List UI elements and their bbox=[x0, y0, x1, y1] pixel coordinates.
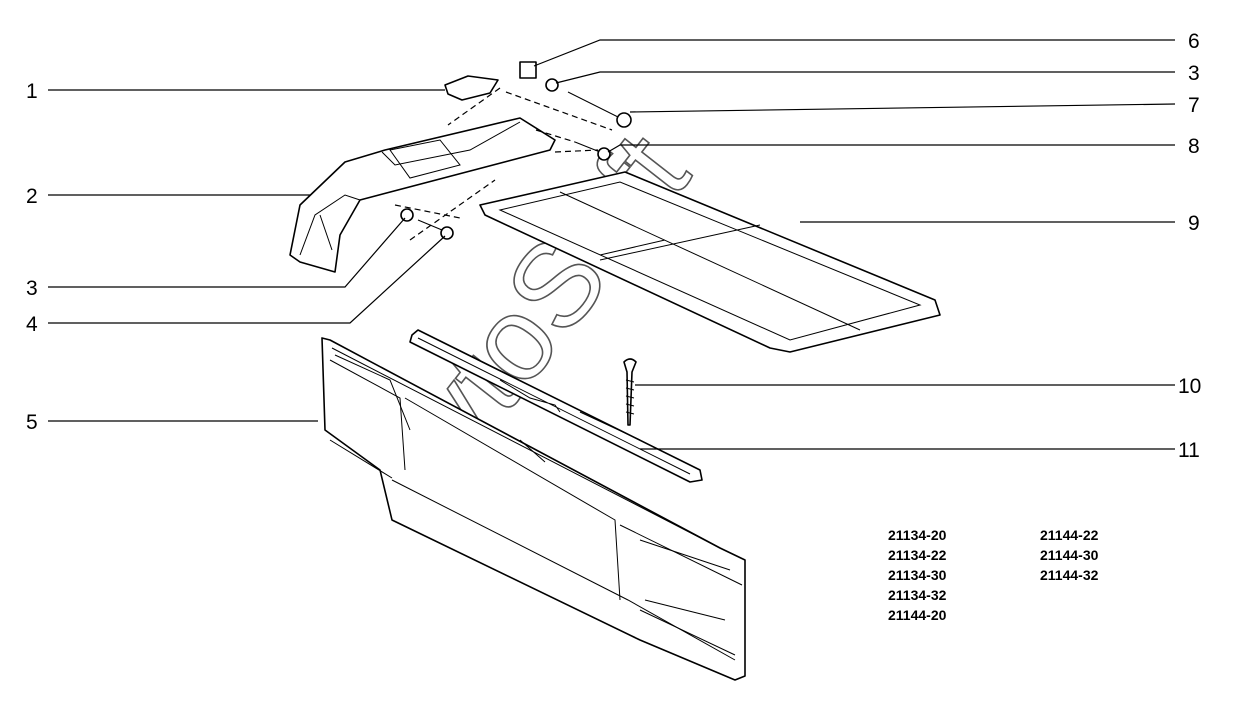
model-code: 21134-32 bbox=[888, 587, 947, 603]
callouts: 1 2 3 4 5 6 3 7 8 9 10 11 bbox=[26, 30, 1201, 462]
upper-washer bbox=[545, 78, 559, 92]
upper-screw bbox=[567, 91, 632, 128]
model-code: 21144-20 bbox=[888, 607, 947, 623]
callout-4: 4 bbox=[26, 313, 38, 336]
lower-screw bbox=[417, 219, 454, 240]
long-screw bbox=[623, 358, 637, 426]
parcel-shelf bbox=[479, 171, 941, 353]
callout-2: 2 bbox=[26, 185, 38, 208]
callout-11: 11 bbox=[1178, 439, 1200, 462]
assembly-dashed-lines bbox=[394, 87, 613, 241]
leader-lines bbox=[48, 39, 1176, 450]
model-codes: 21134-20 21134-22 21134-30 21134-32 2114… bbox=[888, 527, 1099, 623]
model-code: 21144-30 bbox=[1040, 547, 1099, 563]
callout-1: 1 bbox=[26, 80, 38, 103]
callout-3-lower: 3 bbox=[26, 277, 38, 300]
callout-8: 8 bbox=[1188, 135, 1200, 158]
clip-nut bbox=[519, 61, 537, 79]
callout-3-upper: 3 bbox=[1188, 62, 1200, 85]
plug-cap bbox=[444, 75, 499, 101]
callout-9: 9 bbox=[1188, 212, 1200, 235]
model-code: 21134-22 bbox=[888, 547, 947, 563]
callout-7: 7 bbox=[1188, 94, 1200, 117]
model-code: 21134-20 bbox=[888, 527, 947, 543]
model-code: 21134-30 bbox=[888, 567, 947, 583]
callout-10: 10 bbox=[1178, 375, 1201, 398]
callout-5: 5 bbox=[26, 411, 38, 434]
rear-panel-trim bbox=[321, 337, 746, 681]
callout-6: 6 bbox=[1188, 30, 1200, 53]
lower-washer bbox=[400, 208, 414, 222]
model-code: 21144-32 bbox=[1040, 567, 1099, 583]
side-trim-bracket bbox=[289, 117, 556, 273]
model-code: 21144-22 bbox=[1040, 527, 1099, 543]
sill-strip bbox=[409, 329, 703, 483]
